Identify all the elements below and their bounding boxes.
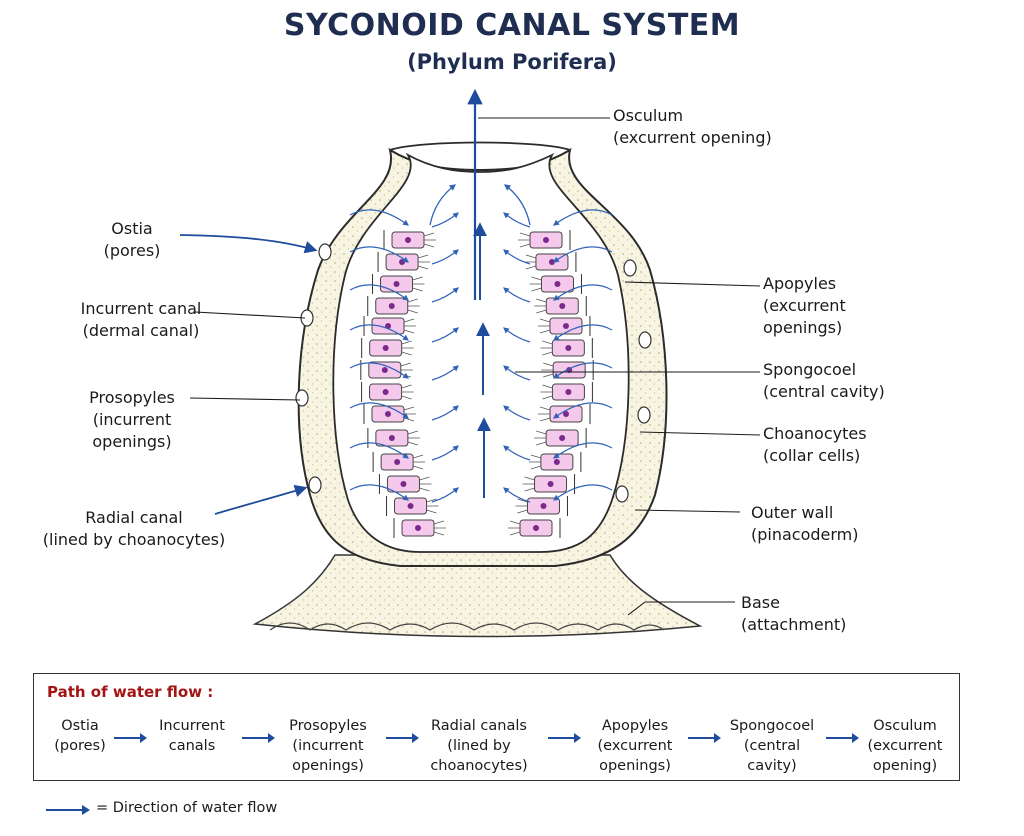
choanocyte-cell: [534, 428, 587, 448]
flow-arrow: [349, 246, 409, 263]
flow-arrow: [349, 402, 409, 419]
flow-arrow: [431, 287, 459, 303]
flow-arrow-icon: [114, 733, 147, 743]
flow-arrow: [553, 442, 613, 459]
arrow-right-icon: [46, 805, 90, 815]
label-radial-canal: Radial canal(lined by choanocytes): [42, 508, 226, 549]
flow-arrow: [349, 284, 409, 301]
flow-arrow: [349, 209, 409, 226]
choanocyte-cell: [378, 474, 432, 494]
choanocyte-cell: [360, 360, 413, 380]
flow-arrow: [431, 327, 459, 343]
choanocyte-cell: [528, 452, 582, 472]
choanocyte-cell: [522, 474, 576, 494]
diagram-title: SYCONOID CANAL SYSTEM: [283, 8, 741, 43]
flow-arrow: [503, 249, 531, 265]
flow-arrow: [431, 487, 459, 503]
flow-arrow-icon: [826, 733, 859, 743]
flow-arrow: [503, 365, 531, 381]
water-flow-path-box: Path of water flow : Ostia(pores) Incurr…: [33, 673, 960, 781]
flow-arrow: [431, 365, 459, 381]
flow-arrow-icon: [242, 733, 275, 743]
choanocyte-cell: [386, 496, 439, 516]
label-base: Base(attachment): [741, 593, 847, 634]
choanocyte-cell: [383, 230, 436, 250]
label-ostia: Ostia(pores): [103, 219, 161, 260]
flow-arrow: [553, 362, 613, 379]
sponge-base: [252, 554, 703, 638]
flow-arrow: [349, 442, 409, 459]
flow-arrow: [349, 362, 409, 379]
choanocyte-rows: [360, 230, 594, 538]
osculum-rim: [389, 141, 571, 151]
label-choanocytes: Choanocytes(collar cells): [763, 424, 867, 465]
flow-arrow: [503, 327, 531, 343]
flow-arrow: [503, 184, 531, 226]
flow-arrow-icon: [548, 733, 581, 743]
choanocyte-cell: [529, 274, 582, 294]
diagram-subtitle: (Phylum Porifera): [407, 50, 617, 74]
flow-arrow: [503, 487, 531, 503]
label-spongocoel: Spongocoel(central cavity): [763, 360, 885, 401]
flow-arrow: [349, 324, 409, 341]
flow-arrow: [503, 445, 531, 461]
flow-arrow: [553, 209, 613, 226]
choanocyte-cell: [367, 428, 420, 448]
choanocyte-cell: [518, 230, 571, 250]
label-osculum: Osculum(excurrent opening): [613, 106, 772, 147]
label-incurrent-canal: Incurrent canal(dermal canal): [80, 299, 202, 340]
choanocyte-cell: [377, 252, 431, 272]
choanocyte-cell: [393, 518, 446, 538]
flow-arrow: [553, 324, 613, 341]
choanocyte-cell: [508, 518, 561, 538]
flow-arrow: [429, 184, 457, 226]
choanocyte-cell: [540, 382, 593, 402]
flow-arrow: [553, 284, 613, 301]
ostia-pores: [295, 243, 652, 503]
flow-arrow: [431, 212, 459, 228]
flow-arrow-icon: [386, 733, 419, 743]
choanocyte-cell: [361, 382, 414, 402]
flow-arrow: [503, 287, 531, 303]
flow-arrow: [431, 445, 459, 461]
base-rocks: [269, 622, 665, 631]
choanocyte-cell: [363, 316, 417, 336]
flow-arrow: [349, 484, 409, 501]
flow-arrow: [431, 405, 459, 421]
flow-arrow: [503, 212, 531, 228]
flow-arrow: [553, 402, 613, 419]
legend-text: = Direction of water flow: [96, 800, 278, 816]
flow-arrow: [503, 405, 531, 421]
choanocyte-cell: [361, 338, 414, 358]
flow-step-ostia: Ostia(pores): [54, 718, 106, 754]
label-outer-wall: Outer wall(pinacoderm): [751, 503, 859, 544]
leader-lines: [189, 117, 761, 616]
pointer-arrows: [179, 234, 318, 515]
flow-title: Path of water flow :: [47, 683, 214, 701]
flow-arrow: [431, 249, 459, 265]
choanocyte-cell: [515, 496, 568, 516]
choanocyte-cell: [540, 338, 593, 358]
choanocyte-cell: [534, 296, 587, 316]
flow-arrow-icon: [688, 733, 721, 743]
sponge-diagram: [179, 88, 761, 638]
water-flow-arrows: [349, 184, 613, 503]
choanocyte-cell: [367, 296, 420, 316]
flow-arrow: [553, 246, 613, 263]
flow-arrow: [553, 484, 613, 501]
